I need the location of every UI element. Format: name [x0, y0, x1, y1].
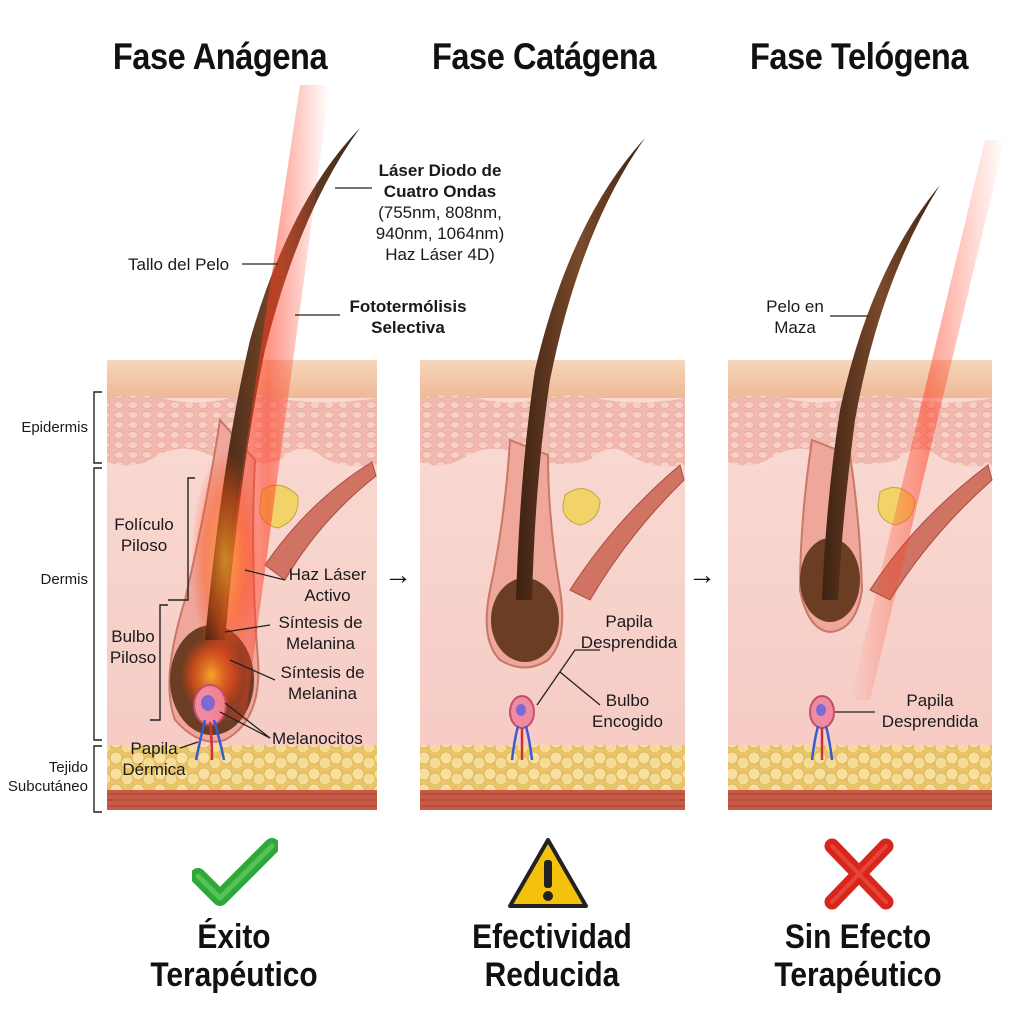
label-papila-dermica-1: Papila — [130, 739, 178, 758]
warning-icon — [508, 838, 588, 908]
result-anagen-line2: Terapéutico — [150, 956, 318, 994]
label-haz-activo-1: Haz Láser — [288, 565, 367, 584]
label-haz-activo: Haz Láser Activo — [280, 564, 375, 606]
title-catagen: Fase Catágena — [431, 36, 657, 77]
label-sintesis-a-2: Melanina — [286, 634, 355, 653]
label-haz-activo-2: Activo — [304, 586, 351, 605]
label-melanocitos: Melanocitos — [272, 729, 363, 748]
label-sintesis-b: Síntesis de Melanina — [270, 662, 375, 704]
layer-brackets — [93, 391, 195, 813]
laser-label-line5: Haz Láser 4D) — [385, 245, 495, 264]
label-fototermolisis-1: Fototermólisis — [349, 297, 467, 316]
label-fototermolisis-2: Selectiva — [371, 318, 445, 337]
label-sintesis-b-1: Síntesis de — [280, 663, 365, 682]
label-tallo: Tallo del Pelo — [128, 255, 230, 274]
result-anagen-line1: Éxito — [197, 918, 271, 956]
label-sintesis-a-1: Síntesis de — [278, 613, 363, 632]
title-anagen: Fase Anágena — [112, 36, 328, 77]
title-telogen: Fase Telógena — [749, 36, 969, 77]
layer-subcutaneo-2: Subcutáneo — [7, 778, 88, 795]
result-catagen: Efectividad Reducida — [420, 918, 684, 994]
arrow-right-icon: → — [688, 559, 716, 590]
label-tel-pelo-2: Maza — [774, 318, 816, 337]
label-tel-pelo-1: Pelo en — [766, 297, 824, 316]
result-anagen: Éxito Terapéutico — [102, 918, 366, 994]
label-tel-pelo: Pelo en Maza — [760, 296, 830, 338]
panel-telogen — [728, 140, 1005, 810]
label-sintesis-a: Síntesis de Melanina — [268, 612, 373, 654]
layer-subcutaneo: Tejido Subcutáneo — [0, 758, 88, 796]
label-cat-papila-2: Desprendida — [580, 633, 678, 652]
result-catagen-line2: Reducida — [484, 956, 620, 994]
arrow-right-icon: → — [384, 559, 412, 590]
laser-label: Láser Diodo de Cuatro Ondas (755nm, 808n… — [360, 160, 520, 265]
label-bulbo: Bulbo Piloso — [100, 626, 166, 668]
label-sintesis-b-2: Melanina — [288, 684, 357, 703]
laser-label-line2: Cuatro Ondas — [383, 182, 497, 201]
laser-label-line3: (755nm, 808nm, — [378, 203, 502, 222]
result-telogen-line2: Terapéutico — [774, 956, 942, 994]
layer-subcutaneo-1: Tejido — [48, 759, 88, 776]
laser-label-line4: 940nm, 1064nm) — [375, 224, 505, 243]
layer-dermis: Dermis — [40, 571, 89, 588]
label-fototermolisis: Fototermólisis Selectiva — [338, 296, 478, 338]
label-bulbo-1: Bulbo — [111, 627, 155, 646]
label-cat-bulbo: Bulbo Encogido — [580, 690, 675, 732]
panel-catagen — [420, 138, 685, 810]
label-tel-papila-2: Desprendida — [881, 712, 979, 731]
label-foliculo-2: Piloso — [120, 536, 168, 555]
label-cat-bulbo-2: Encogido — [592, 712, 663, 731]
laser-label-line1: Láser Diodo de — [378, 161, 502, 180]
leader-lines — [179, 187, 875, 749]
check-icon — [192, 838, 278, 906]
label-tel-papila: Papila Desprendida — [874, 690, 986, 732]
label-bulbo-2: Piloso — [109, 648, 157, 667]
layer-epidermis: Epidermis — [21, 419, 88, 436]
label-cat-papila-1: Papila — [605, 612, 653, 631]
label-cat-papila: Papila Desprendida — [574, 611, 684, 653]
label-foliculo: Folículo Piloso — [104, 514, 184, 556]
label-cat-bulbo-1: Bulbo — [605, 691, 650, 710]
result-telogen-line1: Sin Efecto — [784, 918, 932, 956]
cross-icon — [824, 838, 894, 910]
label-papila-dermica: Papila Dérmica — [112, 738, 196, 780]
result-telogen: Sin Efecto Terapéutico — [726, 918, 990, 994]
label-papila-dermica-2: Dérmica — [122, 760, 186, 779]
label-tel-papila-1: Papila — [906, 691, 954, 710]
result-catagen-line1: Efectividad — [472, 918, 632, 956]
label-foliculo-1: Folículo — [114, 515, 174, 534]
panel-anagen — [107, 85, 377, 810]
